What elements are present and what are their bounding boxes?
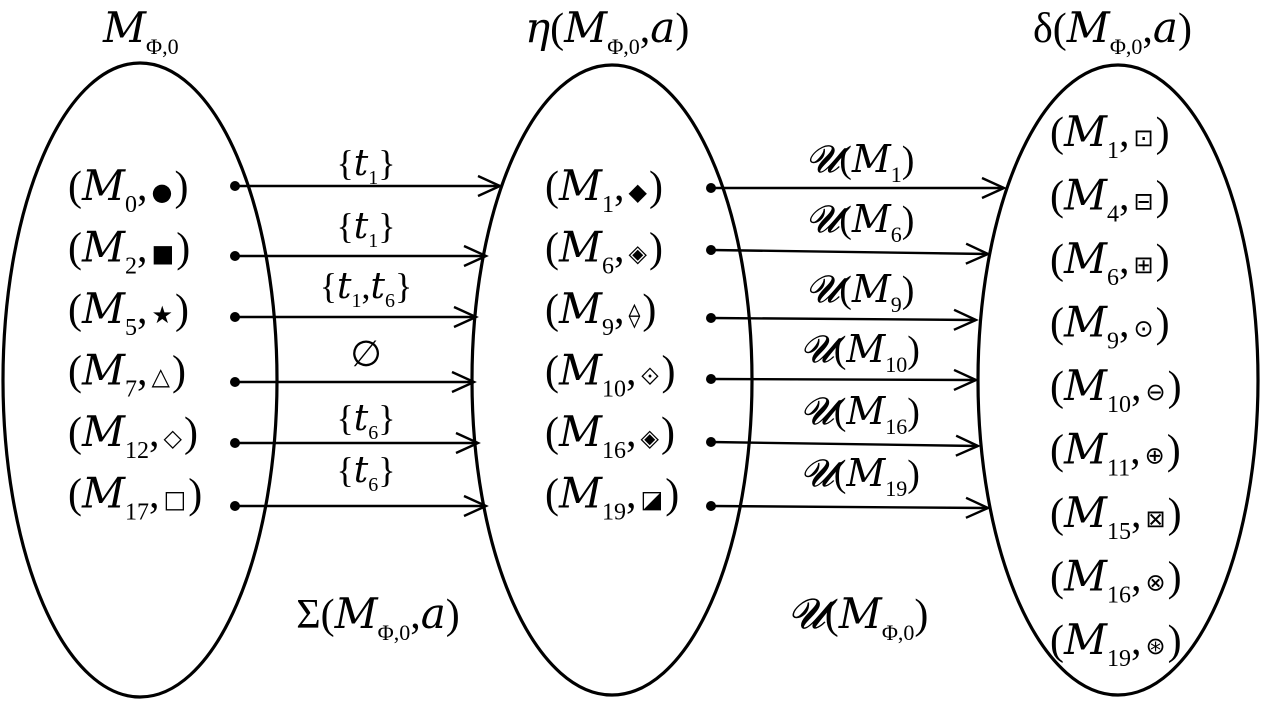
arrow-shaft	[710, 316, 977, 322]
set-titles: MΦ,0 η(MΦ,0,a) δ(MΦ,0,a)	[102, 3, 1192, 59]
arrow-head	[965, 496, 991, 519]
arrow-head	[451, 370, 477, 394]
arrow-shaft	[710, 248, 989, 256]
left-edge-label-1: {t1}	[336, 206, 395, 252]
left-arrow-2	[230, 305, 479, 329]
middle-set-element-3: (M10,⟐)	[545, 346, 675, 403]
sigma-label: Σ(MΦ,0,a)	[296, 589, 460, 645]
middle-set-element-1: (M6,◈)	[545, 223, 663, 280]
right-edge-label-0: 𝓤(M1)	[806, 137, 915, 187]
right-arrow-3	[706, 368, 979, 392]
middle-set-element-0: (M1,◆)	[545, 161, 663, 218]
transition-arrows-left	[230, 174, 503, 518]
bottom-labels: Σ(MΦ,0,a) 𝓤(MΦ,0)	[296, 589, 928, 645]
right-edge-label-2: 𝓤(M9)	[806, 267, 915, 317]
right-set-element-2: (M6,⊞)	[1050, 234, 1170, 291]
left-set-element-0: (M0,●)	[68, 161, 188, 218]
left-arrow-3	[230, 370, 477, 394]
left-arrow-5	[230, 494, 489, 518]
right-arrow-1	[706, 242, 991, 265]
right-set-title: δ(MΦ,0,a)	[1033, 3, 1192, 59]
middle-set-elements: (M1,◆)(M6,◈)(M9,⟠)(M10,⟐)(M16,◈)(M19,◪)	[545, 161, 679, 526]
right-edge-label-1: 𝓤(M6)	[806, 197, 915, 247]
arrow-head	[463, 494, 489, 518]
arrow-head	[453, 305, 479, 329]
left-edge-label-4: {t6}	[336, 398, 395, 444]
left-set-element-2: (M5,★)	[68, 284, 189, 341]
left-set-element-5: (M17,□)	[68, 469, 202, 526]
right-edge-label-4: 𝓤(M16)	[800, 389, 920, 439]
arrow-head	[981, 176, 1007, 200]
right-arrow-0	[706, 176, 1007, 200]
middle-set-element-4: (M16,◈)	[545, 407, 675, 464]
left-set-title: MΦ,0	[102, 3, 179, 59]
arrow-head	[455, 431, 481, 455]
middle-set-element-2: (M9,⟠)	[545, 284, 656, 341]
left-set-element-1: (M2,■)	[68, 223, 190, 280]
left-set-ellipse	[1, 61, 279, 699]
left-arrow-0	[230, 174, 503, 198]
left-set-element-4: (M12,◇)	[68, 407, 198, 464]
left-edge-label-2: {t1,t6}	[320, 266, 413, 312]
union-label: 𝓤(MΦ,0)	[788, 589, 929, 645]
right-arrow-4	[706, 434, 981, 457]
right-set-element-1: (M4,⊟)	[1050, 171, 1170, 228]
right-arrow-5	[706, 496, 991, 519]
right-set-element-3: (M9,⊙)	[1050, 298, 1170, 355]
left-edge-label-3: ∅	[350, 334, 381, 374]
right-set-element-4: (M10,⊖)	[1050, 361, 1182, 418]
right-set-element-0: (M1,⊡)	[1050, 107, 1170, 164]
transition-arrows-right	[706, 176, 1007, 519]
arrow-shaft	[710, 377, 977, 382]
transition-labels-right: 𝓤(M1) 𝓤(M6) 𝓤(M9) 𝓤(M10) 𝓤(M16) 𝓤(M19)	[800, 137, 920, 501]
left-edge-label-0: {t1}	[336, 143, 395, 189]
arrow-shaft	[710, 504, 989, 510]
arrow-head	[955, 434, 981, 457]
transition-labels-left: {t1} {t1} {t1,t6} ∅ {t6} {t6}	[320, 143, 413, 496]
arrow-head	[953, 308, 979, 331]
right-set-element-8: (M19,⊛)	[1050, 615, 1182, 672]
middle-set-element-5: (M19,◪)	[545, 469, 679, 526]
right-edge-label-3: 𝓤(M10)	[800, 327, 920, 377]
right-set-element-5: (M11,⊕)	[1050, 425, 1181, 482]
left-set-elements: (M0,●)(M2,■)(M5,★)(M7,△)(M12,◇)(M17,□)	[68, 161, 202, 526]
left-edge-label-5: {t6}	[336, 450, 395, 496]
right-set-element-6: (M15,⊠)	[1050, 488, 1182, 545]
arrow-head	[965, 242, 991, 265]
left-arrow-1	[230, 244, 489, 268]
right-set-element-7: (M16,⊗)	[1050, 552, 1182, 609]
left-set-element-3: (M7,△)	[68, 346, 186, 403]
right-edge-label-5: 𝓤(M19)	[800, 451, 920, 501]
right-arrow-2	[706, 308, 979, 331]
arrow-head	[463, 244, 489, 268]
arrow-shaft	[710, 440, 979, 448]
right-set-elements: (M1,⊡) (M4,⊟) (M6,⊞) (M9,⊙) (M10,⊖) (M11,⊕) (M…	[1050, 107, 1182, 672]
arrow-head	[477, 174, 503, 198]
left-arrow-4	[230, 431, 481, 455]
middle-set-title: η(MΦ,0,a)	[525, 3, 689, 59]
arrow-head	[953, 368, 979, 392]
